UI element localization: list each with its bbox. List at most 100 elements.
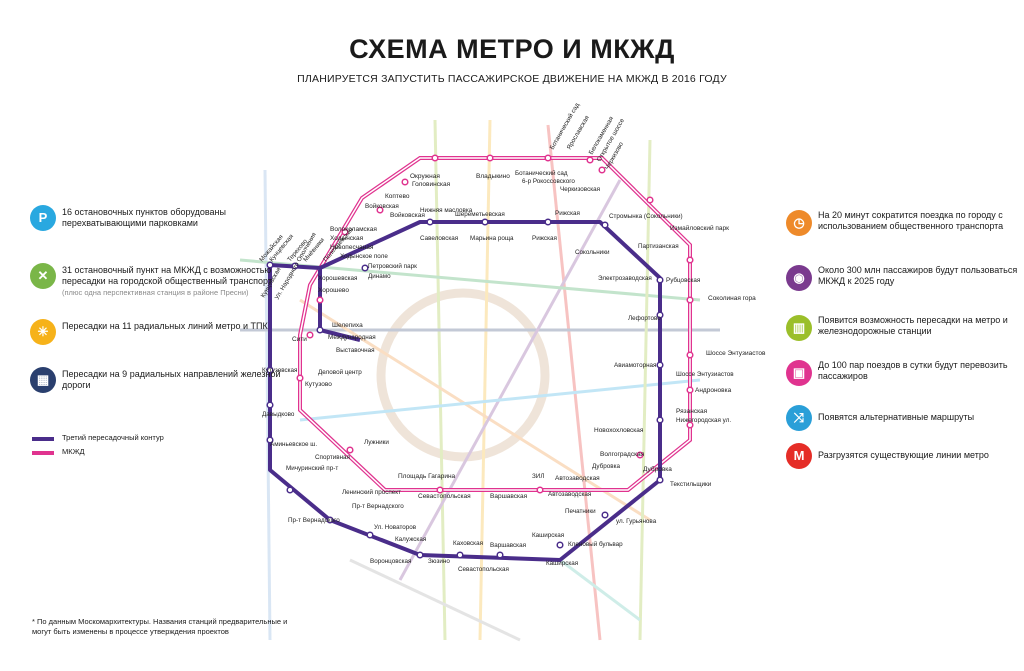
station-label: Аминьевское ш. [270, 441, 317, 448]
station-label: Кутузовская [262, 367, 297, 374]
station-label: Андроновка [695, 387, 732, 394]
legend-text: 31 остановочный пункт на МКЖД с возможно… [62, 265, 287, 298]
station-label: Спортивная [315, 454, 350, 461]
legend-text: Разгрузятся существующие линии метро [818, 450, 989, 460]
routes-icon: ⤨ [786, 405, 812, 431]
legend-text: Около 300 млн пассажиров будут пользоват… [818, 265, 1018, 286]
station-label: Калужская [395, 536, 426, 543]
station-icon: ▥ [786, 315, 812, 341]
station-label: Хорошевская [318, 275, 357, 282]
station-label: Воронцовская [370, 558, 411, 565]
station-label: Сити [292, 336, 307, 343]
station-label: Текстильщики [670, 481, 712, 488]
station-label: Автозаводская [548, 491, 591, 498]
station-label: Петровский парк [368, 262, 417, 270]
station-label: Соколиная гора [708, 295, 756, 302]
station-label: Хорошево [318, 287, 349, 294]
station-label: Шоссе Энтузиастов [676, 371, 734, 378]
station-label: Севастопольская [418, 493, 471, 500]
station-label: Шоссе Энтузиастов [706, 350, 766, 357]
station-label: Лужники [364, 439, 389, 446]
line-legend-label: МКЖД [62, 447, 85, 456]
station-label: Давыдково [262, 411, 295, 418]
station-label: Рязанская [676, 408, 708, 415]
station-label: Печатники [565, 508, 596, 515]
station-label: Стромынка (Сокольники) [609, 213, 683, 220]
station-label: Ул. Новаторов [374, 524, 417, 531]
page-title: СХЕМА МЕТРО И МКЖД [349, 34, 675, 64]
station-label: Войковская [365, 202, 399, 210]
station-label: Динамо [368, 273, 391, 280]
mkzd-swatch [32, 451, 54, 455]
station-label: Сокольники [575, 249, 610, 256]
station-label: 6-р Рокоссовского [522, 178, 575, 185]
station-label: Деловой центр [318, 368, 362, 376]
station-label: Дубровка [643, 465, 672, 473]
station-label: Коптево [385, 193, 410, 200]
station-label: Каховская [453, 540, 483, 547]
legend-note: (плюс одна перспективная станция в район… [62, 288, 249, 297]
station-label: Лефортово [628, 315, 661, 322]
station-label: Шереметьевская [455, 211, 505, 218]
legend-text: 16 остановочных пунктов оборудованы пере… [62, 207, 226, 228]
station-label: ул. Гурьянова [616, 518, 657, 525]
legend-text: Пересадки на 9 радиальных направлений же… [62, 369, 281, 390]
legend-text-main: 31 остановочный пункт на МКЖД с возможно… [62, 265, 272, 286]
station-label: Авиамоторная [614, 362, 656, 369]
station-label: Волгоградская [600, 451, 645, 458]
station-label: Варшавская [490, 493, 528, 500]
station-label: Рубцовская [666, 276, 700, 284]
station-label: Дубровка [592, 462, 620, 470]
train-front-icon: ▣ [786, 360, 812, 386]
station-label: Каширская [532, 532, 564, 539]
station-label: Рижская [532, 235, 557, 242]
station-label: Электрозаводская [598, 275, 652, 282]
station-label: Савеловская [420, 235, 458, 242]
station-labels: Окружная Владыкино Ботанический сад 6-р … [262, 169, 766, 573]
parking-icon: P [30, 205, 56, 231]
station-label: Мичуринский пр-т [286, 464, 338, 472]
station-label: Марьина роща [470, 235, 514, 242]
people-icon: ◉ [786, 265, 812, 291]
station-label: Севастопольская [458, 566, 509, 573]
metro-logo-icon: M [786, 443, 812, 469]
clock-icon: ◷ [786, 210, 812, 236]
station-label: Ходынская [330, 235, 364, 242]
station-label: Каширская [546, 560, 578, 567]
station-label: Головинская [412, 181, 451, 188]
station-label: Кленовый бульвар [568, 540, 623, 548]
station-label: Ботанический сад [515, 169, 568, 177]
legend-text: Появятся альтернативные маршруты [818, 412, 975, 422]
footnote: * По данным Москомархитектуры. Названия … [32, 617, 288, 636]
station-label: Зюзино [428, 558, 450, 565]
station-label: Площадь Гагарина [398, 473, 456, 480]
transfer-icon: ✕ [30, 263, 56, 289]
mkzd-station-dots [296, 154, 694, 494]
station-label: Шелепиха [332, 322, 363, 329]
tpk-station-dots [266, 218, 664, 559]
station-label: Владыкино [476, 173, 510, 180]
station-label: Ботанический сад [548, 101, 581, 151]
station-label: Окружная [410, 173, 440, 180]
station-label: Варшавская [490, 542, 526, 549]
page-subtitle: ПЛАНИРУЕТСЯ ЗАПУСТИТЬ ПАССАЖИРСКОЕ ДВИЖЕ… [297, 73, 727, 85]
station-label: Рижская [555, 210, 580, 217]
metro-transfer-icon: ✳ [30, 319, 56, 345]
station-label: Кутузово [305, 381, 332, 388]
station-label: ЗИЛ [532, 473, 544, 480]
station-label: Войковская [390, 211, 425, 219]
station-label: Волоколамская [330, 226, 377, 233]
legend-text: До 100 пар поездов в сутки будут перевоз… [818, 360, 1008, 381]
station-label: Пр-т Вернадского [288, 517, 340, 524]
station-label: Нижняя масловка [420, 207, 473, 214]
station-label: Ходынское поле [340, 253, 388, 260]
station-label: Ленинский проспект [342, 488, 401, 496]
station-label: Выставочная [336, 347, 375, 354]
station-label: Международная [328, 334, 376, 341]
station-label: Новопесчаная [330, 244, 374, 251]
line-legend-label: Третий пересадочный контур [62, 433, 164, 442]
station-label: Нижегородская ул. [676, 417, 731, 424]
legend-text: Появится возможность пересадки на метро … [818, 315, 1008, 336]
station-label: Черкизовская [560, 186, 600, 193]
